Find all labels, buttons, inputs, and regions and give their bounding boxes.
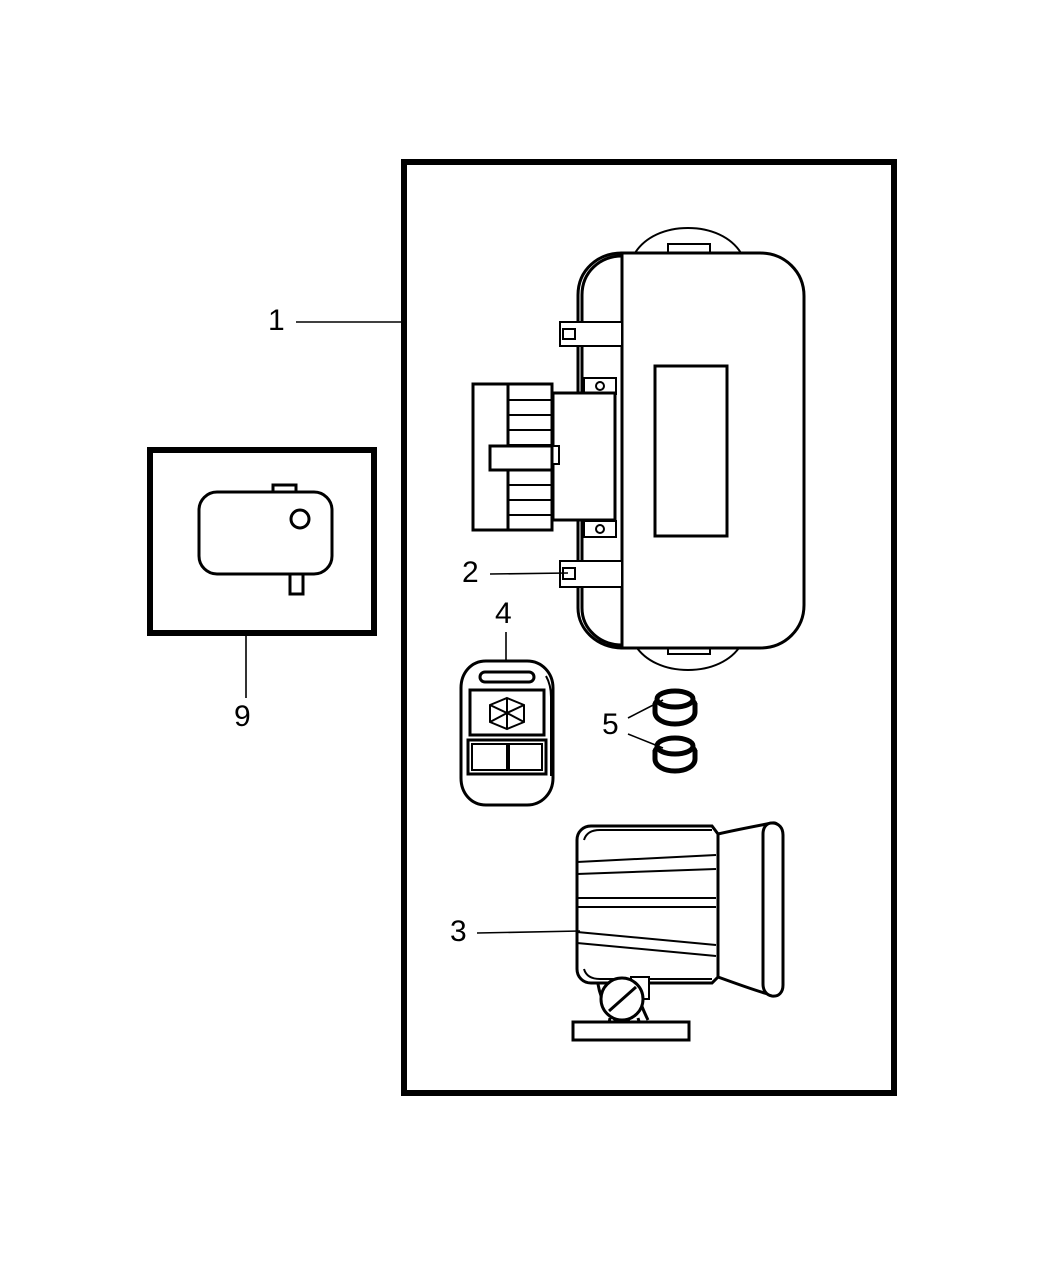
pentastar-logo-icon xyxy=(489,696,525,731)
siren-base-plate xyxy=(571,1020,691,1042)
rubber-grommet-upper xyxy=(652,688,698,727)
siren-body xyxy=(575,824,720,985)
module-label-plate xyxy=(653,364,729,538)
inset-detail-box: 9 xyxy=(147,447,377,733)
theft-alarm-module-assembly xyxy=(471,226,806,672)
module-connector-housing xyxy=(548,391,617,522)
callout-label-4: 4 xyxy=(495,597,512,630)
fob-button-left xyxy=(471,743,508,771)
callout-4-group: 4 xyxy=(495,597,512,662)
callout-1-group: 1 xyxy=(268,304,404,337)
callout-label-3: 3 xyxy=(450,915,467,948)
main-frame-border xyxy=(401,159,897,1096)
module-mounting-tab-lower xyxy=(559,560,623,588)
key-ring-slot xyxy=(478,670,536,684)
rubber-grommet-lower xyxy=(652,735,698,774)
fob-button-right xyxy=(508,743,543,771)
module-tab-mid-lower xyxy=(583,520,617,538)
alarm-siren-horn xyxy=(571,821,785,1042)
callout-3-group: 3 xyxy=(450,915,581,948)
inset-module-body xyxy=(197,483,334,596)
callout-2-group: 2 xyxy=(462,556,569,589)
module-mounting-tab-upper xyxy=(559,321,623,347)
callout-5-group: 5 xyxy=(602,699,664,749)
wiring-harness-plug xyxy=(471,382,554,532)
rubber-grommets xyxy=(652,688,698,774)
callout-label-2: 2 xyxy=(462,556,479,589)
callout-label-9: 9 xyxy=(234,700,251,733)
siren-mounting-bracket xyxy=(571,976,691,1042)
callout-label-5: 5 xyxy=(602,708,619,741)
callout-label-1: 1 xyxy=(268,304,285,337)
remote-keyless-entry-transmitter xyxy=(459,659,555,807)
siren-horn-rim xyxy=(761,821,785,998)
